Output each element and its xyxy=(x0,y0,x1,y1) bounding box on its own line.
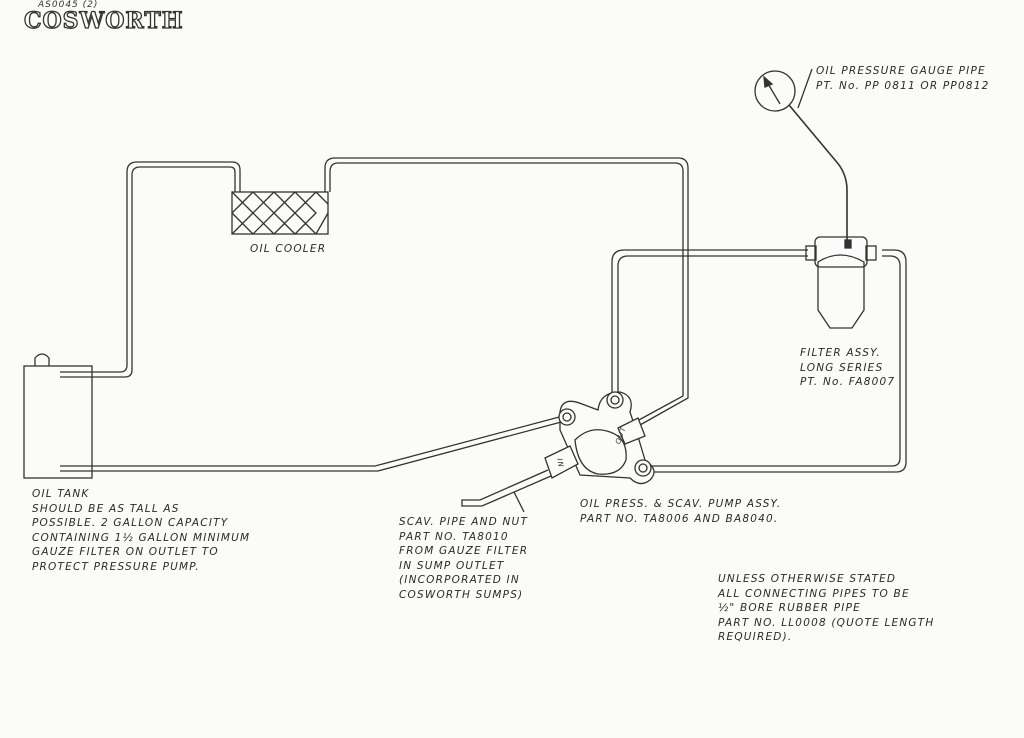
pump-assembly xyxy=(544,391,655,485)
label-line: COSWORTH SUMPS) xyxy=(399,588,524,601)
label-line: PT. No. FA8007 xyxy=(800,376,896,388)
label-line: UNLESS OTHERWISE STATED xyxy=(718,573,897,585)
label-line: SCAV. PIPE AND NUT xyxy=(399,516,529,528)
scav-pipe xyxy=(461,469,552,513)
oil-cooler xyxy=(231,191,329,235)
pressure-gauge xyxy=(754,68,848,242)
filter-assembly xyxy=(805,236,877,329)
label-line: ½" BORE RUBBER PIPE xyxy=(718,602,861,614)
label-line: (INCORPORATED IN xyxy=(399,574,520,586)
label-line: OIL PRESSURE GAUGE PIPE xyxy=(816,65,986,77)
pipe-tank-to-cooler xyxy=(60,161,241,378)
label-line: OIL PRESS. & SCAV. PUMP ASSY. xyxy=(580,498,782,510)
label-line: PT. No. PP 0811 OR PP0812 xyxy=(816,79,990,92)
label-line: ALL CONNECTING PIPES TO BE xyxy=(718,587,910,600)
cosworth-logo: COSWORTH xyxy=(23,7,184,34)
label-line: FILTER ASSY. xyxy=(800,347,881,359)
label-line: PROTECT PRESSURE PUMP. xyxy=(32,560,200,573)
label-line: LONG SERIES xyxy=(800,361,884,374)
label-line: CONTAINING 1½ GALLON MINIMUM xyxy=(32,531,251,544)
oil-tank-label: OIL TANK SHOULD BE AS TALL AS POSSIBLE. 2 … xyxy=(32,487,250,574)
label-line: PART NO. TA8006 AND BA8040. xyxy=(580,512,779,525)
oil-cooler-label: OIL COOLER xyxy=(250,243,327,255)
label-line: FROM GAUZE FILTER xyxy=(399,545,529,557)
pipe-tank-to-pump xyxy=(60,415,566,472)
pipe-pump-to-filter xyxy=(611,249,907,473)
label-line: REQUIRED). xyxy=(718,631,793,643)
label-line: GAUZE FILTER ON OUTLET TO xyxy=(32,546,219,558)
gauge-label: OIL PRESSURE GAUGE PIPE PT. No. PP 0811 O… xyxy=(816,64,989,93)
label-line: PART NO. LL0008 (QUOTE LENGTH xyxy=(718,616,935,629)
label-line: POSSIBLE. 2 GALLON CAPACITY xyxy=(32,517,229,529)
general-note: UNLESS OTHERWISE STATED ALL CONNECTING PI… xyxy=(718,572,934,645)
label-line: IN SUMP OUTLET xyxy=(399,559,505,572)
label-line: PART NO. TA8010 xyxy=(399,530,509,543)
drawing-reference: AS0045 (2) xyxy=(38,0,99,10)
filter-label: FILTER ASSY. LONG SERIES PT. No. FA8007 xyxy=(800,346,895,390)
label-line: OIL TANK xyxy=(32,488,90,500)
pump-label: OIL PRESS. & SCAV. PUMP ASSY. PART NO. TA… xyxy=(580,497,781,526)
label-line: SHOULD BE AS TALL AS xyxy=(32,502,180,515)
pipe-cooler-to-pump xyxy=(324,157,689,426)
oil-tank xyxy=(23,353,93,479)
